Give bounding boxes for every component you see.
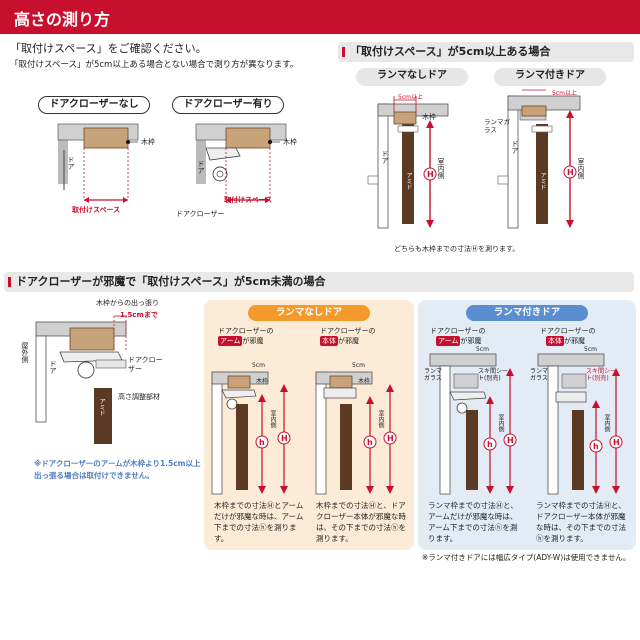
under-door-label: ドア [49, 360, 57, 374]
with-closer-label: ドアクローザー有り [172, 96, 284, 114]
without-closer-label: ドアクローザーなし [38, 96, 150, 114]
intro-line-1: 「取付けスペース」をご確認ください。 [10, 42, 207, 55]
over-footnote: どちらも木枠までの寸法Ⓗを測ります。 [394, 245, 520, 253]
over-door-label-1: ドア [381, 150, 389, 164]
pwt-arm-tag: アーム [436, 336, 461, 346]
protrusion-limit: 1.5cmまで [120, 311, 158, 319]
under-door-closer-label: ドアクローザー [128, 356, 163, 373]
page-title: 高さの測り方 [14, 10, 111, 29]
pwt-arm-post: が邪魔 [460, 337, 482, 345]
pwt-gap-sheet-1: スキ間シート(別売) [478, 368, 509, 382]
pwt-body-tag: 本体 [546, 336, 564, 346]
transom-footnote: ※ランマ付きドアには幅広タイプ(ADY-W)は使用できません。 [422, 553, 631, 562]
pnt-H2: H [387, 434, 394, 443]
pwt-blurb-body: ランマ枠までの寸法Ⓗと、ドアクローザー本体が邪魔な時は、その下までの寸法ⓗを測り… [536, 501, 626, 543]
pwt-H2: H [613, 438, 620, 447]
over-with-transom-label: ランマ付きドア [494, 68, 606, 86]
pnt-h2: h [367, 438, 373, 447]
over-amido-label-1: アミド [405, 172, 412, 190]
pwt-blurb-arm: ランマ枠までの寸法Ⓗと、アームだけが邪魔な時は、アーム下までの寸法ⓗを測ります。 [428, 501, 518, 543]
H-mark-2: H [567, 168, 574, 177]
pnt-arm-pre: ドアクローザーの [218, 327, 274, 335]
pwt-indoor-1: 室内側 [497, 414, 504, 432]
pwt-5cm-1: 5cm [476, 346, 489, 353]
outdoor-label: 屋外側 [21, 342, 29, 363]
over-wood-frame-label: 木枠 [422, 113, 436, 121]
pnt-5cm-2: 5cm [352, 362, 365, 369]
over-door-label-2: ドア [511, 140, 519, 154]
height-adjust-label: 高さ調整部材 [118, 393, 160, 401]
section-under-title: ドアクローザーが邪魔で「取付けスペース」が5cm未満の場合 [4, 272, 634, 292]
pnt-blurb-arm: 木枠までの寸法Ⓗとアームだけが邪魔な時は、アーム下までの寸法ⓗを測ります。 [214, 501, 304, 543]
wood-frame-label-left: 木枠 [141, 138, 155, 146]
pnt-5cm-1: 5cm [252, 362, 265, 369]
intro-line-2: 「取付けスペース」が5cm以上ある場合とない場合で測り方が異なります。 [10, 60, 299, 70]
over-transom-glass-label: ランマガラス [484, 118, 510, 134]
header-bar [0, 0, 640, 34]
protrusion-label: 木枠からの出っ張り [96, 299, 159, 307]
closer-label: ドアクローザー [176, 210, 225, 218]
pnt-H1: H [281, 434, 288, 443]
pnt-indoor-1: 室内側 [269, 410, 276, 428]
pwt-H1: H [507, 436, 514, 445]
over-indoor-label-2: 室内側 [577, 158, 585, 179]
pwt-body-post: が邪魔 [564, 337, 585, 345]
pwt-transom-glass-2: ランマガラス [530, 368, 549, 382]
H-mark-1: H [427, 170, 434, 179]
pnt-wood-2: 木枠 [358, 378, 371, 385]
wood-frame-label-right: 木枠 [283, 138, 297, 146]
pwt-5cm-2: 5cm [584, 346, 597, 353]
space-label-right: 取付けスペース [224, 196, 273, 204]
pnt-indoor-2: 室内側 [377, 410, 384, 428]
pnt-body-post: が邪魔 [338, 337, 359, 345]
pnt-h1: h [259, 438, 265, 447]
pwt-h2: h [593, 442, 599, 451]
pnt-blurb-body: 木枠までの寸法Ⓗと、ドアクローザー本体が邪魔な時は、その下までの寸法ⓗを測ります… [316, 501, 406, 543]
section-over-title: 「取付けスペース」が5cm以上ある場合 [338, 42, 634, 62]
pwt-arm-pre: ドアクローザーの [430, 327, 486, 335]
space-label-left: 取付けスペース [72, 206, 121, 214]
under-amido-label: アミド [98, 398, 105, 416]
pwt-indoor-2: 室内側 [603, 414, 610, 432]
door-label-left: ドア [67, 156, 75, 170]
pwt-transom-glass-1: ランマガラス [424, 368, 443, 382]
pnt-body-tag: 本体 [320, 336, 338, 346]
pwt-gap-sheet-2: スキ間シート(別売) [586, 368, 617, 382]
pwt-body-pre: ドアクローザーの [540, 327, 596, 335]
pnt-arm-post: が邪魔 [242, 337, 264, 345]
panel-no-transom-title: ランマなしドア [248, 305, 370, 321]
pwt-h1: h [487, 440, 493, 449]
panel-with-transom-title: ランマ付きドア [466, 305, 588, 321]
door-label-right: ドア [197, 160, 205, 174]
pnt-body-pre: ドアクローザーの [320, 327, 376, 335]
pnt-arm-tag: アーム [218, 336, 243, 346]
min-5cm-label-1: 5cm以上 [398, 94, 423, 101]
over-no-transom-label: ランマなしドア [356, 68, 468, 86]
min-5cm-label-2: 5cm以上 [552, 90, 577, 97]
over-indoor-label-1: 室内側 [437, 158, 445, 179]
left-note: ※ドアクローザーのアームが木枠より1.5cm以上出っ張る場合は取付けできません。 [34, 459, 201, 480]
pnt-wood-1: 木枠 [256, 378, 269, 385]
over-amido-label-2: アミド [539, 172, 546, 190]
